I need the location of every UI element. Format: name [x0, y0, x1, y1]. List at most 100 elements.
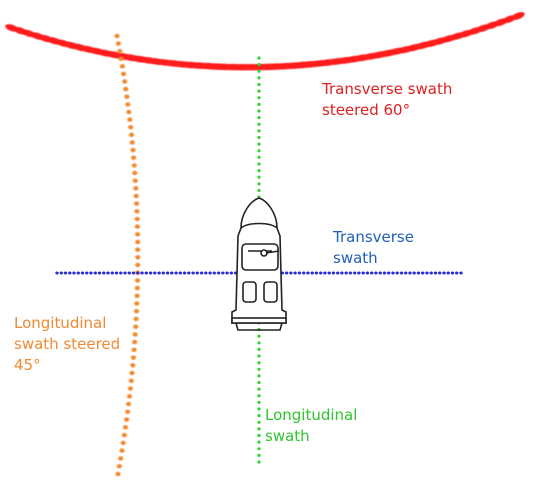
swath-dot — [128, 132, 135, 137]
label-line: Longitudinal — [14, 314, 107, 332]
swath-dot — [511, 12, 525, 20]
swath-dot — [140, 271, 144, 275]
swath-dot — [135, 262, 141, 268]
swath-dot — [130, 363, 136, 368]
swath-dot — [257, 102, 261, 106]
swath-dot — [118, 456, 124, 461]
swath-dot — [421, 271, 425, 275]
swath-dot — [120, 440, 126, 446]
swath-dot — [319, 271, 323, 275]
swath-dot — [450, 271, 455, 275]
survey-vessel-icon — [231, 197, 287, 331]
swath-dot — [257, 394, 261, 398]
swath-dot — [119, 64, 125, 69]
swath-dot — [412, 271, 416, 275]
swath-dot — [132, 178, 138, 183]
swath-dot — [124, 94, 130, 99]
swath-dot — [133, 309, 140, 314]
swath-dot — [131, 271, 136, 275]
swath-dot — [257, 89, 261, 93]
swath-dot — [135, 232, 141, 237]
swath-dot — [132, 170, 138, 176]
swath-dot — [131, 155, 137, 160]
swath-dot — [195, 271, 199, 275]
swath-dot — [257, 135, 261, 140]
swath-dot — [134, 285, 140, 291]
swath-dot — [122, 425, 129, 430]
swath-dot — [135, 247, 141, 252]
swath-dot — [408, 271, 412, 275]
label-line: 45° — [14, 356, 41, 374]
swath-dot — [257, 460, 261, 464]
swath-dot — [126, 394, 133, 399]
swath-dot — [157, 271, 161, 275]
swath-dot — [257, 440, 261, 444]
label-line: Transverse swath — [322, 80, 453, 98]
swath-dot — [302, 271, 306, 275]
swath-dot — [404, 271, 408, 275]
swath-dot — [257, 427, 261, 431]
swath-dot — [126, 109, 132, 115]
swath-dot — [289, 271, 293, 275]
swath-dot — [80, 271, 85, 275]
swath-dot — [117, 49, 123, 54]
swath-dot — [126, 401, 132, 407]
swath-dot — [257, 76, 261, 80]
swath-dot — [399, 271, 404, 275]
swath-dot — [131, 163, 137, 168]
swath-dot — [135, 255, 141, 260]
swath-dot — [123, 271, 127, 275]
swath-dot — [257, 414, 261, 418]
label-transverse-swath-steered: Transverse swath steered 60° — [322, 79, 452, 121]
swath-dot — [125, 409, 131, 414]
swath-dot — [257, 407, 261, 411]
swath-dot — [153, 271, 157, 275]
swath-dot — [178, 271, 182, 275]
swath-dot — [257, 109, 261, 113]
label-line: Transverse — [333, 228, 414, 246]
swath-dot — [134, 224, 140, 229]
swath-dot — [374, 271, 378, 275]
swath-dot — [442, 271, 446, 275]
swath-dot — [433, 271, 438, 275]
swath-dot — [187, 271, 191, 275]
label-line: swath — [333, 249, 378, 267]
label-longitudinal-swath-steered: Longitudinal swath steered 45° — [14, 313, 120, 376]
swath-dot — [212, 271, 216, 275]
swath-dot — [257, 116, 261, 120]
swath-dot — [323, 271, 327, 275]
swath-dot — [257, 82, 261, 87]
swath-dot — [63, 271, 68, 275]
swath-dot — [132, 332, 138, 337]
swath-dot — [133, 324, 139, 329]
swath-dot — [297, 271, 302, 275]
swath-dot — [257, 182, 261, 186]
swath-dot — [257, 69, 261, 73]
swath-dot — [121, 432, 127, 438]
swath-dot — [68, 271, 72, 275]
swath-dot — [378, 271, 382, 275]
swath-dot — [353, 271, 357, 275]
swath-dot — [257, 367, 261, 371]
swath-dot — [340, 271, 344, 275]
swath-dot — [327, 271, 331, 275]
swath-dot — [257, 175, 261, 179]
swath-dot — [257, 453, 261, 457]
swath-dot — [161, 271, 165, 275]
swath-dot — [429, 271, 433, 275]
swath-dot — [257, 341, 261, 345]
swath-dot — [257, 122, 261, 126]
swath-dot — [114, 271, 119, 275]
swath-dot — [416, 271, 421, 275]
longitudinal-swath-steered-45 — [114, 33, 141, 477]
swath-dot — [310, 271, 314, 275]
swath-dot — [130, 147, 136, 153]
swath-dot — [132, 339, 138, 345]
swath-dot — [331, 271, 336, 275]
swath-dot — [438, 271, 442, 275]
swath-dot — [129, 140, 135, 145]
swath-dot — [257, 420, 261, 424]
swath-dot — [293, 271, 297, 275]
swath-dot — [182, 271, 187, 275]
swath-dot — [446, 271, 450, 275]
